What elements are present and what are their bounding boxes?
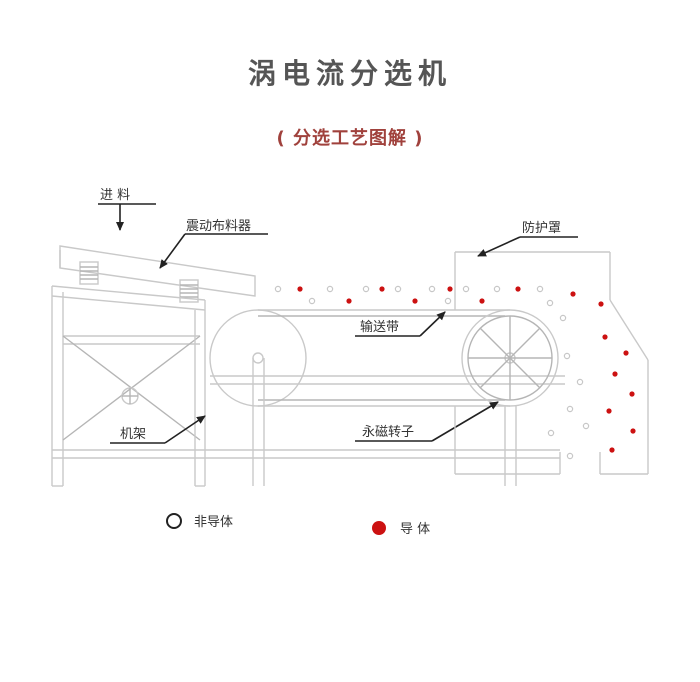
magnetic-rotor-label: 永磁转子 (362, 425, 414, 440)
magnetic-rotor-pointer (431, 401, 499, 442)
conductor-swatch (372, 521, 386, 535)
conveyor-belt-label: 输送带 (360, 319, 399, 335)
guard-label: 防护罩 (522, 220, 561, 236)
non-conductor-particles (274, 285, 590, 460)
machine-frame (51, 285, 560, 487)
diagram-title: 涡电流分选机 (247, 57, 452, 90)
protective-guard (454, 251, 649, 475)
frame-pointer (164, 415, 206, 444)
vibrating-feeder (59, 245, 256, 303)
vibrating-feeder-label: 震动布料器 (186, 219, 251, 234)
legend-non-conductor-label: 非导体 (194, 515, 233, 530)
legend-conductor-label: 导 体 (400, 522, 430, 537)
conveyor-belt (209, 309, 565, 486)
feed-arrow (98, 203, 156, 231)
conveyor-belt-pointer (419, 311, 446, 337)
vibrating-feeder-pointer (159, 233, 186, 269)
non-conductor-swatch (166, 513, 182, 529)
conductor-particles (297, 286, 636, 453)
diagram-subtitle: ( 分选工艺图解 ) (276, 128, 424, 149)
guard-pointer (477, 236, 521, 257)
magnetic-rotor (461, 309, 559, 486)
legend: 非导体 导 体 (166, 513, 430, 537)
feed-label: 进 料 (100, 188, 130, 203)
frame-label: 机架 (120, 427, 146, 442)
